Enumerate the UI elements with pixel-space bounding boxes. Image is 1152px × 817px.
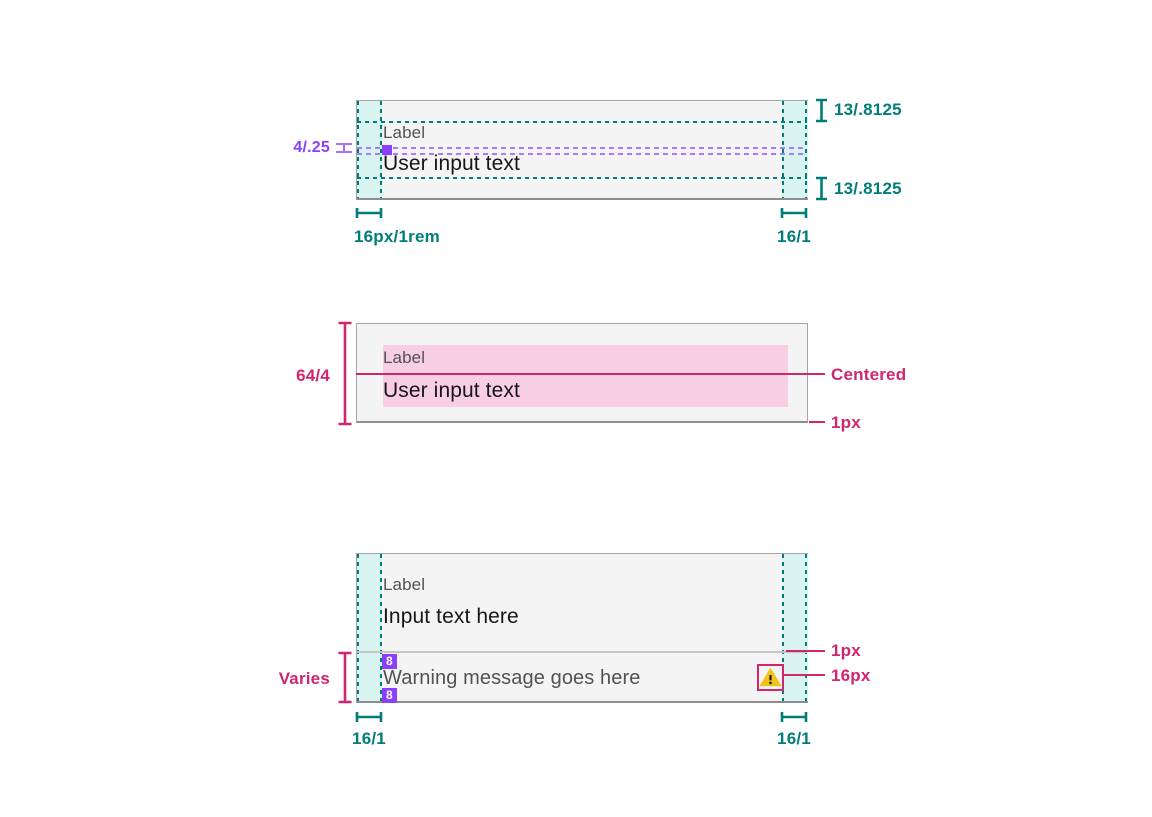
gap-marker-square	[382, 145, 392, 155]
redline-right-edge	[805, 554, 807, 701]
warning-icon-measure-box	[757, 664, 784, 691]
centered-annotation: Centered	[831, 365, 907, 384]
type-annotation-top: 13/.8125	[834, 100, 902, 119]
border-callout-line	[809, 421, 825, 423]
line-height-ibeam-icon-top	[814, 98, 829, 123]
text-input-example-warning: Label Input text here 8 Warning message …	[356, 553, 808, 703]
text-block-highlight	[383, 345, 788, 407]
redline-text-bottom	[357, 177, 807, 179]
right-padding-highlight	[783, 101, 808, 198]
varies-measure-icon	[337, 651, 353, 704]
redline-gap-bottom	[357, 153, 807, 155]
redline-left-inner	[380, 101, 382, 198]
text-input-example-centered: Label User input text	[356, 323, 808, 423]
horizontal-measure-icon-right	[780, 710, 808, 724]
input-value: Input text here	[383, 605, 519, 628]
redline-left-inner	[380, 554, 382, 701]
warning-divider	[357, 651, 807, 653]
redline-left-edge	[357, 101, 359, 198]
left-padding-annotation: 16px/1rem	[354, 227, 440, 246]
input-label: Label	[383, 123, 426, 142]
input-value: User input text	[383, 152, 520, 175]
redline-right-inner	[782, 554, 784, 701]
warning-icon	[760, 667, 781, 688]
redline-left-edge	[357, 554, 359, 701]
text-input-example-default: Label User input text	[356, 100, 808, 200]
line-height-ibeam-icon-bottom	[814, 176, 829, 201]
label-gap-annotation: 4/.25	[293, 139, 330, 156]
vertical-gap-icon	[335, 142, 353, 154]
right-padding-annotation: 16/1	[777, 227, 811, 246]
redline-right-inner	[782, 101, 784, 198]
vertical-measure-icon	[337, 321, 353, 426]
height-annotation: 64/4	[296, 366, 330, 385]
input-label: Label	[383, 575, 426, 594]
horizontal-measure-icon-left	[355, 206, 383, 220]
warning-message: Warning message goes here	[383, 667, 641, 689]
input-value: User input text	[383, 379, 520, 402]
spacing-token-8-badge-bottom: 8	[382, 688, 397, 703]
redline-gap-top	[357, 147, 807, 149]
icon-size-annotation: 16px	[831, 666, 871, 685]
divider-callout-line	[786, 650, 825, 652]
horizontal-measure-icon-right	[780, 206, 808, 220]
divider-annotation: 1px	[831, 641, 861, 660]
type-annotation-bottom: 13/.8125	[834, 179, 902, 198]
redline-label-top	[357, 121, 807, 123]
redline-right-edge	[805, 101, 807, 198]
right-padding-highlight	[783, 554, 808, 701]
right-padding-annotation: 16/1	[777, 729, 811, 748]
left-padding-highlight	[357, 101, 382, 198]
left-padding-highlight	[357, 554, 382, 701]
spacing-token-8-badge-top: 8	[382, 654, 397, 669]
horizontal-measure-icon-left	[355, 710, 383, 724]
border-annotation: 1px	[831, 413, 861, 432]
input-label: Label	[383, 348, 426, 367]
center-axis-line	[356, 373, 825, 375]
left-padding-annotation: 16/1	[352, 729, 386, 748]
icon-callout-line	[783, 674, 825, 676]
varies-annotation: Varies	[278, 669, 330, 688]
